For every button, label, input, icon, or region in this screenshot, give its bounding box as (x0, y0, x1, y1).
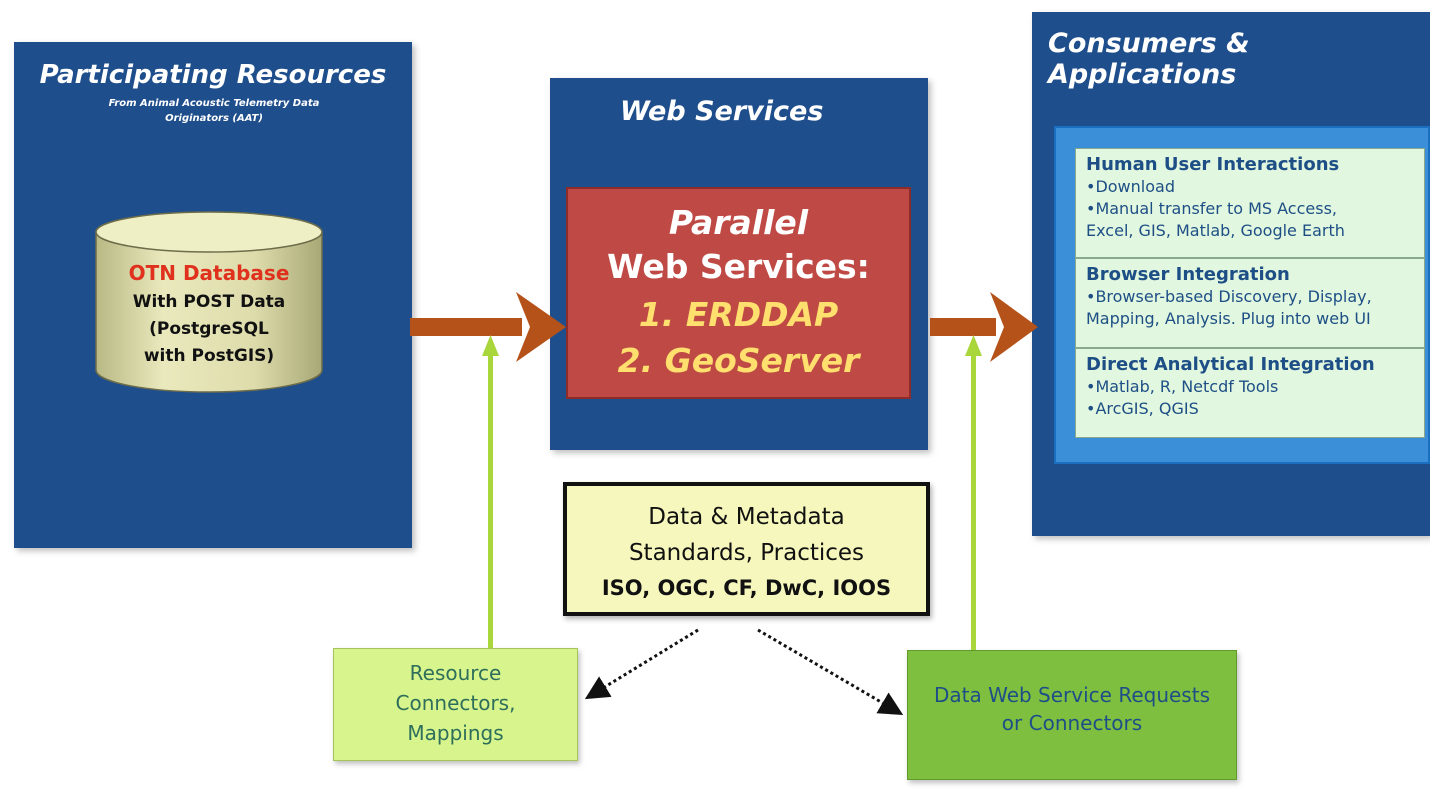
participating-resources-subtitle: From Animal Acoustic Telemetry Data Orig… (74, 96, 354, 126)
section-item: •ArcGIS, QGIS (1086, 399, 1199, 418)
web-services-label: Web Services: (607, 247, 870, 286)
consumers-applications-panel: Consumers & Applications Human User Inte… (1032, 12, 1430, 536)
direct-analytical-integration-section: Direct Analytical Integration •Matlab, R… (1075, 348, 1425, 438)
web-services-title: Web Services (620, 96, 824, 127)
standards-box: Data & Metadata Standards, Practices ISO… (563, 482, 930, 616)
green-up-arrow-right (965, 335, 982, 650)
browser-integration-section: Browser Integration •Browser-based Disco… (1075, 258, 1425, 348)
section-item: Mapping, Analysis. Plug into web UI (1086, 309, 1371, 328)
standards-list: ISO, OGC, CF, DwC, IOOS (601, 576, 892, 600)
participating-resources-title: Participating Resources (39, 60, 387, 90)
resource-connectors-line-2: Connectors, (395, 691, 516, 715)
web-services-panel: Web Services Parallel Web Services: 1. E… (550, 78, 928, 450)
database-line-3: with PostGIS) (144, 346, 274, 366)
resource-connectors-line-3: Mappings (407, 721, 504, 745)
consumers-applications-title: Consumers & Applications (1048, 28, 1250, 90)
data-web-service-line-1: Data Web Service Requests (933, 683, 1210, 707)
database-line-1: With POST Data (133, 292, 286, 312)
flow-arrow-to-consumers (930, 292, 1038, 362)
dotted-arrow-to-resource-connectors (584, 628, 699, 700)
database-name: OTN Database (129, 261, 290, 285)
section-item: Excel, GIS, Matlab, Google Earth (1086, 221, 1345, 240)
subtitle-line-2: Originators (AAT) (165, 113, 263, 124)
section-heading: Browser Integration (1086, 264, 1290, 285)
section-item: •Browser-based Discovery, Display, (1086, 287, 1372, 306)
resource-connectors-line-1: Resource (409, 661, 502, 685)
human-user-interactions-section: Human User Interactions •Download •Manua… (1075, 148, 1425, 258)
section-item: •Matlab, R, Netcdf Tools (1086, 377, 1279, 396)
resource-connectors-box: Resource Connectors, Mappings (333, 648, 578, 761)
standards-line-2: Standards, Practices (628, 540, 865, 566)
standards-line-1: Data & Metadata (648, 504, 845, 530)
database-cylinder-icon: OTN Database With POST Data (PostgreSQL … (95, 211, 323, 393)
geoserver-label: 2. GeoServer (617, 341, 860, 380)
parallel-web-services-box: Parallel Web Services: 1. ERDDAP 2. GeoS… (566, 187, 911, 399)
parallel-label: Parallel (668, 203, 809, 242)
section-item: •Manual transfer to MS Access, (1086, 199, 1337, 218)
section-item: •Download (1086, 177, 1175, 196)
green-up-arrow-left (482, 335, 499, 648)
section-heading: Direct Analytical Integration (1086, 354, 1375, 375)
subtitle-line-1: From Animal Acoustic Telemetry Data (108, 98, 320, 109)
erddap-label: 1. ERDDAP (638, 295, 839, 334)
dotted-arrow-to-data-web-service (757, 628, 904, 716)
database-line-2: (PostgreSQL (149, 319, 269, 339)
section-heading: Human User Interactions (1086, 154, 1340, 175)
participating-resources-panel: Participating Resources From Animal Acou… (14, 42, 412, 548)
flow-arrow-to-web-services (410, 292, 566, 362)
data-web-service-box: Data Web Service Requests or Connectors (907, 650, 1237, 780)
data-web-service-line-2: or Connectors (1001, 711, 1143, 735)
consumers-sections-container: Human User Interactions •Download •Manua… (1054, 126, 1430, 464)
